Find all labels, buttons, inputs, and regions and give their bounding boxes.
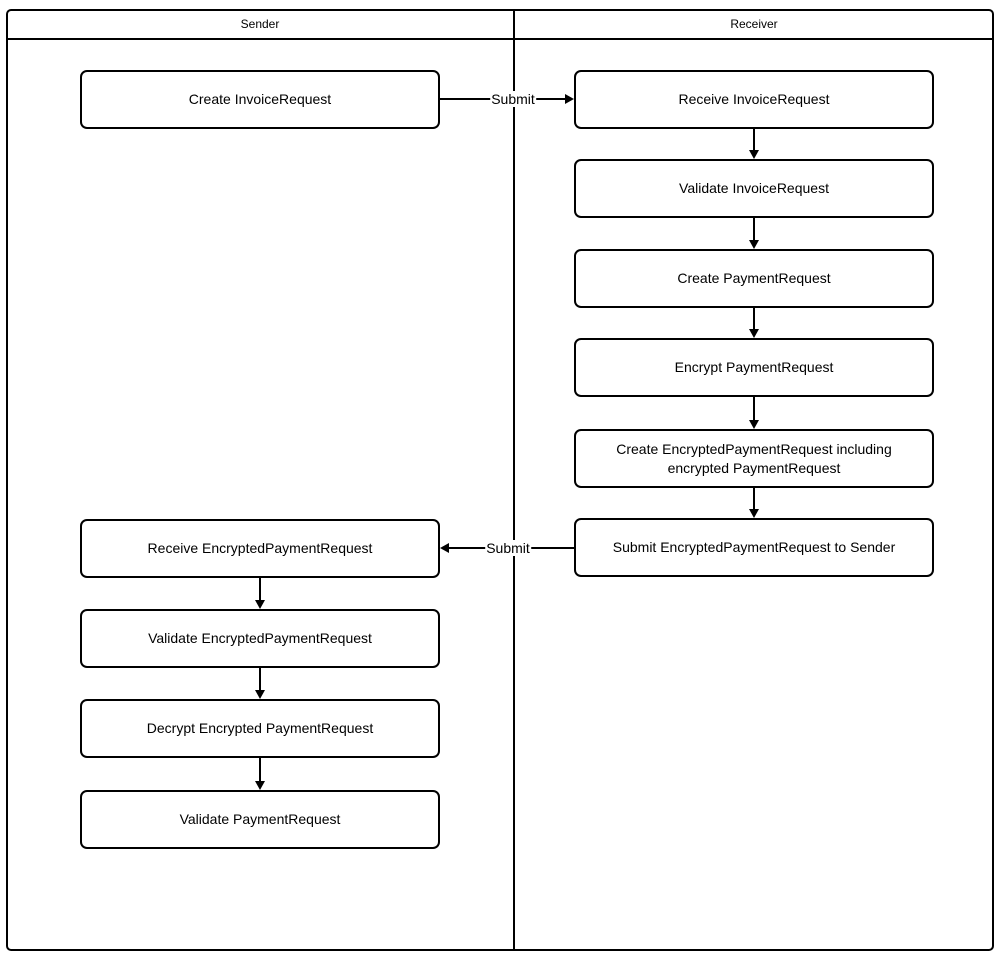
arrow-validate-to-create-head-icon: [749, 240, 759, 249]
node-decrypt-encrypted-paymentrequest: Decrypt Encrypted PaymentRequest: [80, 699, 440, 758]
node-receive-invoicerequest: Receive InvoiceRequest: [574, 70, 934, 129]
edge-label-submit-bottom: Submit: [485, 540, 531, 556]
arrow-createencrypted-to-submit-head-icon: [749, 509, 759, 518]
node-label: Validate EncryptedPaymentRequest: [148, 630, 372, 646]
arrow-submit-encryptedpayment-head-icon: [440, 543, 449, 553]
arrow-validateenc-to-decrypt-head-icon: [255, 690, 265, 699]
node-create-invoicerequest: Create InvoiceRequest: [80, 70, 440, 129]
arrow-encrypt-to-createencrypted-head-icon: [749, 420, 759, 429]
lane-divider: [513, 9, 515, 951]
node-label: Validate PaymentRequest: [179, 811, 341, 827]
arrow-createencrypted-to-submit-line: [753, 488, 755, 509]
node-create-encryptedpaymentrequest: Create EncryptedPaymentRequest including…: [574, 429, 934, 488]
node-encrypt-paymentrequest: Encrypt PaymentRequest: [574, 338, 934, 397]
node-receive-encryptedpaymentrequest: Receive EncryptedPaymentRequest: [80, 519, 440, 578]
arrow-receive-to-validate-line: [753, 129, 755, 150]
node-label: Submit EncryptedPaymentRequest to Sender: [612, 539, 896, 555]
arrow-encrypt-to-createencrypted-line: [753, 397, 755, 420]
arrow-create-to-encrypt-head-icon: [749, 329, 759, 338]
lane-header-receiver: Receiver: [730, 16, 778, 31]
arrow-create-to-encrypt-line: [753, 308, 755, 329]
node-label: Receive InvoiceRequest: [678, 91, 830, 107]
node-validate-encryptedpaymentrequest: Validate EncryptedPaymentRequest: [80, 609, 440, 668]
node-submit-encryptedpaymentrequest: Submit EncryptedPaymentRequest to Sender: [574, 518, 934, 577]
node-create-paymentrequest: Create PaymentRequest: [574, 249, 934, 308]
node-label: Create InvoiceRequest: [188, 91, 332, 107]
arrow-receiveenc-to-validateenc-head-icon: [255, 600, 265, 609]
arrow-validateenc-to-decrypt-line: [259, 668, 261, 690]
node-label: Create EncryptedPaymentRequest including…: [616, 440, 892, 476]
node-label: Receive EncryptedPaymentRequest: [147, 540, 373, 556]
arrow-receiveenc-to-validateenc-line: [259, 578, 261, 600]
node-label: Decrypt Encrypted PaymentRequest: [146, 720, 374, 736]
arrow-decrypt-to-validatepr-line: [259, 758, 261, 781]
arrow-receive-to-validate-head-icon: [749, 150, 759, 159]
lane-header-row: Sender Receiver: [6, 9, 994, 40]
arrow-submit-invoicerequest-head-icon: [565, 94, 574, 104]
arrow-decrypt-to-validatepr-head-icon: [255, 781, 265, 790]
node-validate-paymentrequest: Validate PaymentRequest: [80, 790, 440, 849]
node-validate-invoicerequest: Validate InvoiceRequest: [574, 159, 934, 218]
node-label: Encrypt PaymentRequest: [674, 359, 834, 375]
node-label: Create PaymentRequest: [677, 270, 831, 286]
lane-header-sender: Sender: [240, 16, 280, 31]
arrow-validate-to-create-line: [753, 218, 755, 240]
node-label: Validate InvoiceRequest: [679, 180, 829, 196]
edge-label-submit-top: Submit: [490, 91, 536, 107]
